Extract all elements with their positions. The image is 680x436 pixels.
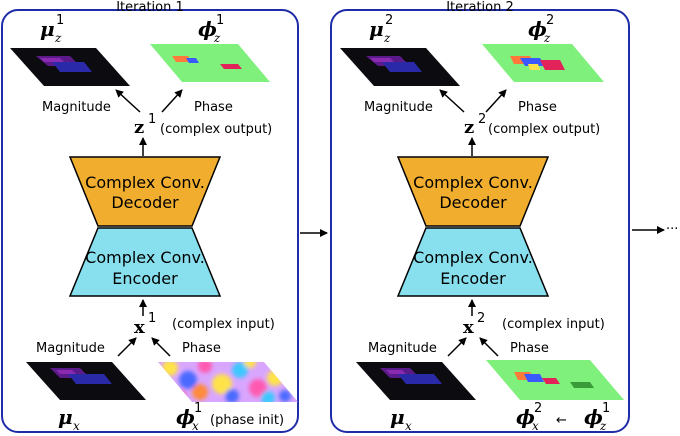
mu-x-sub: x <box>73 419 80 433</box>
decoder-line1: Complex Conv. <box>85 173 205 192</box>
panel-border <box>330 9 630 433</box>
arrow-to-magnitude <box>439 89 465 113</box>
arrow-magnitude-to-x <box>117 337 137 357</box>
panel-iteration-2: Iteration 2 μ z 2 ϕ z 2 Magnitude Phase <box>330 0 630 433</box>
decoder-line2: Decoder <box>439 193 507 212</box>
panel-title: Iteration 2 <box>446 0 514 15</box>
input-note: (complex input) <box>172 317 275 332</box>
decoder-block <box>68 156 222 227</box>
arrow-to-phase <box>161 89 183 113</box>
output-note: (complex output) <box>488 122 600 137</box>
mu-z-sub: z <box>54 31 62 45</box>
phi-x-sub: x <box>532 419 539 433</box>
z-sup: 2 <box>478 112 486 127</box>
phase-label: Phase <box>518 100 557 115</box>
phi-x-sup: 2 <box>534 401 542 416</box>
phase-output-image <box>482 44 604 82</box>
input-phase-label: Phase <box>510 341 549 356</box>
output-note: (complex output) <box>160 122 272 137</box>
x-sup: 2 <box>477 311 485 326</box>
phase-feedback-image <box>486 360 624 400</box>
encoder-line2: Encoder <box>112 269 178 288</box>
phase-init-note: (phase init) <box>210 413 284 428</box>
phi-z-sub: z <box>213 31 221 45</box>
mu-z-symbol: μ <box>40 17 55 41</box>
mu-x-symbol: μ <box>390 405 405 429</box>
magnitude-input-image <box>26 362 146 400</box>
x-sup: 1 <box>148 311 156 326</box>
panel-border <box>1 9 299 433</box>
input-magnitude-label: Magnitude <box>36 341 105 356</box>
panel-title: Iteration 1 <box>116 0 184 15</box>
phi-x-sub: x <box>192 419 199 433</box>
input-note: (complex input) <box>502 317 605 332</box>
phase-init-image <box>158 362 298 402</box>
z-symbol: z <box>134 117 144 138</box>
arrow-phase-to-x <box>151 337 171 357</box>
arrow-magnitude-to-x <box>447 337 467 357</box>
x-symbol: x <box>463 317 474 338</box>
phi-z-sub: z <box>543 31 551 45</box>
input-magnitude-label: Magnitude <box>368 341 437 356</box>
phi-z-sup: 2 <box>546 13 554 28</box>
mu-z-sup: 2 <box>385 13 393 28</box>
phase-output-image <box>150 44 270 82</box>
arrow-to-phase <box>485 89 507 113</box>
phi-z-symbol: ϕ <box>528 17 547 41</box>
decoder-line1: Complex Conv. <box>413 173 533 192</box>
magnitude-label: Magnitude <box>42 100 111 115</box>
mu-z-sub: z <box>383 31 391 45</box>
panel-iteration-1: Iteration 1 μ z 1 ϕ z 1 Magnitude Phase <box>1 0 299 433</box>
x-symbol: x <box>134 317 145 338</box>
phi-x-sup: 1 <box>194 401 202 416</box>
arrow-phase-to-x <box>479 337 499 357</box>
magnitude-output-image <box>340 48 460 86</box>
mu-x-sub: x <box>405 419 412 433</box>
decoder-block <box>396 156 550 227</box>
mu-z-symbol: μ <box>369 17 384 41</box>
feedback-phi-sub: z <box>599 419 607 433</box>
phase-label: Phase <box>194 100 233 115</box>
z-sup: 1 <box>148 112 156 127</box>
continuation-dots: ··· <box>666 222 678 237</box>
mu-z-sup: 1 <box>56 13 64 28</box>
input-phase-label: Phase <box>182 341 221 356</box>
arrow-to-magnitude <box>115 89 141 113</box>
magnitude-output-image <box>10 48 130 86</box>
encoder-line1: Complex Conv. <box>413 248 533 267</box>
magnitude-label: Magnitude <box>364 100 433 115</box>
encoder-line1: Complex Conv. <box>85 248 205 267</box>
phi-x-symbol: ϕ <box>516 405 535 429</box>
phi-x-symbol: ϕ <box>176 405 195 429</box>
phi-z-sup: 1 <box>216 13 224 28</box>
feedback-phi-sup: 1 <box>602 401 610 416</box>
mu-x-symbol: μ <box>58 405 73 429</box>
decoder-line2: Decoder <box>111 193 179 212</box>
magnitude-input-image <box>356 362 476 400</box>
z-symbol: z <box>464 117 474 138</box>
phi-z-symbol: ϕ <box>198 17 217 41</box>
encoder-line2: Encoder <box>440 269 506 288</box>
encoder-block <box>68 227 222 297</box>
feedback-phi-symbol: ϕ <box>584 405 603 429</box>
feedback-arrow: ← <box>556 413 567 428</box>
encoder-block <box>396 227 550 297</box>
